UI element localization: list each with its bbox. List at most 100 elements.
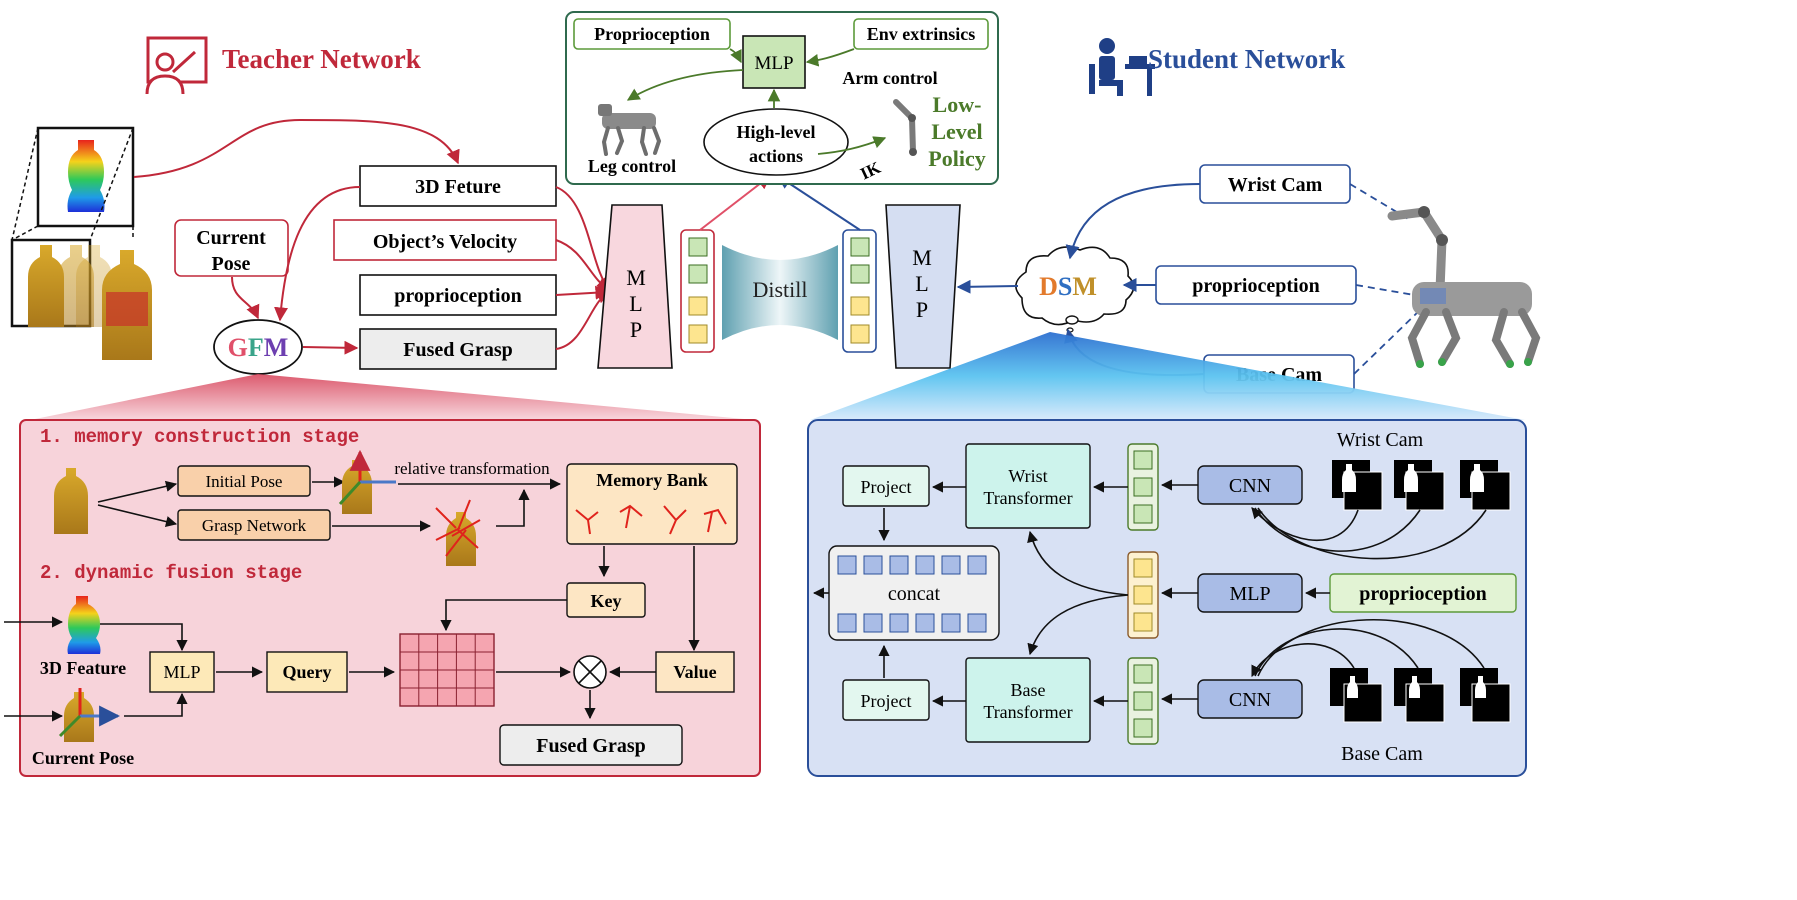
svg-text:Wrist Cam: Wrist Cam (1337, 429, 1424, 451)
stage2-current-pose-icon (58, 688, 121, 742)
mustard-bottles-sequence-icon (10, 238, 152, 360)
low-level-policy-panel: Proprioception Env extrinsics MLP Arm co… (565, 11, 999, 185)
dsm-detail-panel: Wrist Cam Base Cam Project Project Wrist… (807, 419, 1527, 777)
svg-text:Wrist: Wrist (1008, 466, 1047, 486)
concat-block: concat (828, 545, 1000, 641)
object-velocity-box: Object’s Velocity (333, 219, 557, 261)
svg-text:Current Pose: Current Pose (32, 748, 134, 768)
svg-text:Initial Pose: Initial Pose (206, 472, 283, 491)
svg-text:DSM: DSM (1039, 272, 1097, 301)
gfm-module: GFM (213, 319, 303, 375)
svg-text:Policy: Policy (928, 146, 985, 171)
svg-text:M: M (912, 245, 932, 270)
stage1-label: 1. memory construction stage (40, 426, 359, 448)
svg-text:concat: concat (888, 583, 941, 605)
svg-text:Value: Value (673, 662, 716, 682)
pose-axes-bottle-icon (338, 449, 396, 514)
svg-text:L: L (629, 291, 642, 316)
teacher-network-title: Teacher Network (222, 44, 421, 74)
svg-text:relative transformation: relative transformation (394, 459, 550, 478)
wrist-cam-masks-icon (1332, 460, 1511, 511)
svg-text:Arm control: Arm control (842, 68, 937, 88)
svg-text:Current: Current (196, 227, 266, 249)
grasp-candidates-bottle-icon (435, 499, 481, 566)
teacher-mlp: M L P (597, 204, 673, 369)
svg-text:GFM: GFM (228, 333, 289, 362)
svg-text:Leg control: Leg control (588, 156, 676, 176)
svg-text:Base Cam: Base Cam (1341, 743, 1423, 765)
svg-text:Base: Base (1011, 680, 1046, 700)
svg-text:Grasp Network: Grasp Network (202, 516, 307, 535)
svg-text:Query: Query (283, 662, 332, 682)
svg-text:Fused Grasp: Fused Grasp (403, 339, 512, 361)
feature-3d-box: 3D Feture (359, 165, 557, 207)
svg-text:Transformer: Transformer (983, 488, 1072, 508)
student-at-desk-icon (1089, 38, 1155, 96)
student-mlp: M L P (885, 204, 961, 369)
mobile-manipulator-robot-icon (1387, 206, 1541, 368)
teacher-latent-vector (680, 229, 715, 353)
dsm-letter-d: D (1039, 272, 1058, 301)
svg-text:Low-: Low- (933, 92, 982, 117)
svg-text:3D Feture: 3D Feture (415, 176, 501, 198)
student-network-title: Student Network (1148, 44, 1345, 74)
student-proprioception-box: proprioception (1155, 265, 1357, 305)
svg-text:proprioception: proprioception (1359, 583, 1486, 605)
svg-text:Object’s Velocity: Object’s Velocity (373, 231, 517, 253)
svg-text:proprioception: proprioception (1192, 275, 1319, 297)
dsm-letter-s: S (1058, 272, 1072, 301)
base-token-column (1127, 657, 1159, 745)
svg-text:High-level: High-level (737, 122, 816, 142)
wrist-token-column (1127, 443, 1159, 531)
multiply-operator-icon (573, 655, 607, 689)
svg-text:Distill: Distill (752, 277, 807, 302)
teacher-fused-grasp-box: Fused Grasp (359, 328, 557, 370)
svg-text:Env extrinsics: Env extrinsics (867, 24, 976, 44)
svg-text:Project: Project (861, 477, 912, 497)
teacher-arrows (133, 118, 612, 355)
dsm-cloud: DSM (1015, 246, 1135, 333)
teacher-proprioception-box: proprioception (359, 274, 557, 316)
svg-text:Project: Project (861, 691, 912, 711)
svg-text:Proprioception: Proprioception (594, 24, 710, 44)
svg-text:MLP: MLP (1229, 583, 1270, 605)
proprio-token-column (1127, 551, 1159, 639)
svg-text:MLP: MLP (163, 662, 200, 682)
stage2-3d-feature-icon (67, 596, 101, 654)
svg-text:Transformer: Transformer (983, 702, 1072, 722)
current-pose-box: Current Pose (174, 219, 289, 277)
svg-text:M: M (626, 265, 646, 290)
wrist-cam-box: Wrist Cam (1199, 164, 1351, 204)
robot-arm-icon (893, 99, 917, 156)
stage2-label: 2. dynamic fusion stage (40, 562, 302, 584)
svg-text:Fused Grasp: Fused Grasp (536, 735, 645, 757)
svg-text:Wrist Cam: Wrist Cam (1228, 174, 1323, 196)
svg-text:MLP: MLP (754, 53, 793, 74)
svg-text:L: L (915, 271, 928, 296)
distill-block: Distill (722, 245, 838, 340)
svg-text:3D Feature: 3D Feature (40, 658, 126, 678)
gfm-detail-panel: 1. memory construction stage 2. dynamic … (4, 419, 761, 777)
attention-matrix-icon (399, 633, 495, 707)
gfm-letter-f: F (248, 333, 264, 362)
svg-text:P: P (916, 297, 928, 322)
gfm-expansion-fan (30, 374, 755, 420)
object-pointcloud-icon (11, 126, 135, 241)
gfm-letter-m: M (264, 333, 289, 362)
svg-text:Pose: Pose (212, 253, 251, 275)
svg-text:proprioception: proprioception (394, 285, 521, 307)
student-latent-vector (842, 229, 877, 353)
memory-grasps-icon (575, 504, 727, 535)
base-cam-masks-icon (1330, 668, 1511, 723)
svg-text:CNN: CNN (1229, 689, 1271, 711)
svg-text:Memory Bank: Memory Bank (596, 470, 708, 490)
svg-text:CNN: CNN (1229, 475, 1271, 497)
stage1-bottle-icon (54, 468, 88, 534)
svg-text:actions: actions (749, 146, 803, 166)
dsm-expansion-fan (810, 332, 1525, 420)
svg-text:P: P (630, 317, 642, 342)
quadruped-robot-icon (598, 104, 662, 156)
svg-text:Key: Key (591, 591, 622, 611)
dsm-letter-m: M (1072, 272, 1097, 301)
